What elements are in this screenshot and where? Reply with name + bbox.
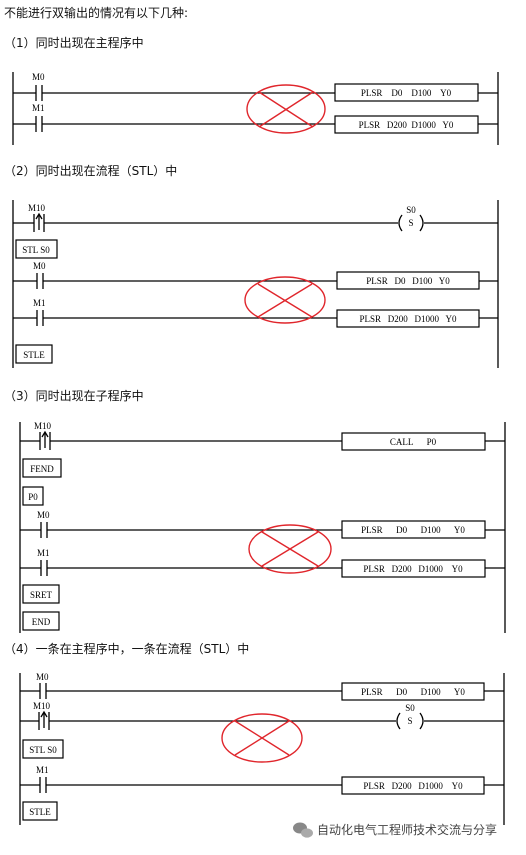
intro-text: 不能进行双输出的情况有以下几种: bbox=[4, 5, 188, 20]
section-2: （2）同时出现在流程（STL）中 M10 S0 S STL S0 M0 PLSR… bbox=[4, 163, 499, 368]
instruction-box bbox=[336, 309, 480, 328]
section-4: （4）一条在主程序中，一条在流程（STL）中 M0 PLSR D0 D100 Y… bbox=[4, 641, 505, 825]
block-label-fend: FEND bbox=[30, 464, 54, 474]
block-box bbox=[22, 458, 62, 478]
contact-label-m0: M0 bbox=[33, 261, 46, 271]
instruction-text: PLSR D0 D100 Y0 bbox=[366, 276, 450, 286]
coil-label: S0 bbox=[406, 205, 416, 215]
set-coil bbox=[398, 214, 424, 232]
instruction-box bbox=[341, 432, 486, 451]
instruction-box bbox=[341, 682, 485, 701]
block-label-stl-s0: STL S0 bbox=[29, 745, 57, 755]
conflict-cross-mark bbox=[244, 276, 326, 324]
instruction-box bbox=[341, 520, 486, 539]
instruction-text: PLSR D0 D100 Y0 bbox=[361, 88, 452, 98]
instruction-text: PLSR D0 D100 Y0 bbox=[361, 525, 465, 535]
contact-label-m1: M1 bbox=[36, 765, 49, 775]
instruction-text: PLSR D0 D100 Y0 bbox=[361, 687, 465, 697]
instruction-box bbox=[334, 83, 479, 102]
instruction-text: PLSR D200 D1000 Y0 bbox=[360, 314, 457, 324]
section-3: （3）同时出现在子程序中 M10 CALL P0 FEND P0 M0 PLSR… bbox=[4, 388, 506, 633]
coil-label: S0 bbox=[405, 703, 415, 713]
block-box bbox=[22, 739, 64, 759]
instruction-text: PLSR D200 D1000 Y0 bbox=[359, 120, 454, 130]
block-label-p0: P0 bbox=[28, 492, 38, 502]
block-box bbox=[22, 801, 58, 821]
section-4-heading: （4）一条在主程序中，一条在流程（STL）中 bbox=[4, 641, 249, 656]
instruction-box bbox=[341, 559, 486, 578]
contact-label-m0: M0 bbox=[37, 510, 50, 520]
section-1-heading: （1）同时出现在主程序中 bbox=[4, 35, 144, 50]
instruction-box bbox=[341, 776, 485, 795]
block-box bbox=[15, 344, 53, 364]
instruction-box bbox=[334, 115, 479, 134]
contact-label-m10: M10 bbox=[33, 701, 51, 711]
coil-symbol: S bbox=[407, 716, 412, 726]
instruction-text: PLSR D200 D1000 Y0 bbox=[363, 564, 463, 574]
section-2-heading: （2）同时出现在流程（STL）中 bbox=[4, 163, 177, 178]
conflict-cross-mark bbox=[221, 713, 303, 763]
contact-label-m10: M10 bbox=[28, 203, 46, 213]
contact-label-m10: M10 bbox=[34, 421, 52, 431]
block-box bbox=[22, 584, 60, 604]
watermark-text: 自动化电气工程师技术交流与分享 bbox=[317, 822, 497, 837]
section-1: （1）同时出现在主程序中 M0 PLSR D0 D100 Y0 M1 PLSR … bbox=[4, 35, 499, 145]
block-label-sret: SRET bbox=[30, 590, 53, 600]
conflict-cross-mark bbox=[246, 84, 326, 134]
wechat-icon bbox=[293, 822, 313, 838]
block-label-stl-s0: STL S0 bbox=[22, 245, 50, 255]
block-box bbox=[15, 239, 58, 259]
instruction-text: PLSR D200 D1000 Y0 bbox=[363, 781, 463, 791]
conflict-cross-mark bbox=[248, 524, 332, 574]
contact-label-m0: M0 bbox=[32, 72, 45, 82]
block-box bbox=[22, 611, 60, 631]
contact-label-m1: M1 bbox=[37, 548, 50, 558]
call-instruction-text: CALL P0 bbox=[390, 437, 437, 447]
block-box bbox=[22, 486, 44, 506]
block-label-stle: STLE bbox=[23, 350, 45, 360]
set-coil bbox=[396, 712, 424, 730]
section-3-heading: （3）同时出现在子程序中 bbox=[4, 388, 144, 403]
contact-label-m1: M1 bbox=[33, 298, 46, 308]
coil-symbol: S bbox=[408, 218, 413, 228]
instruction-box bbox=[336, 271, 480, 290]
contact-label-m0: M0 bbox=[36, 672, 49, 682]
block-label-stle: STLE bbox=[29, 807, 51, 817]
block-label-end: END bbox=[32, 617, 51, 627]
contact-label-m1: M1 bbox=[32, 103, 45, 113]
